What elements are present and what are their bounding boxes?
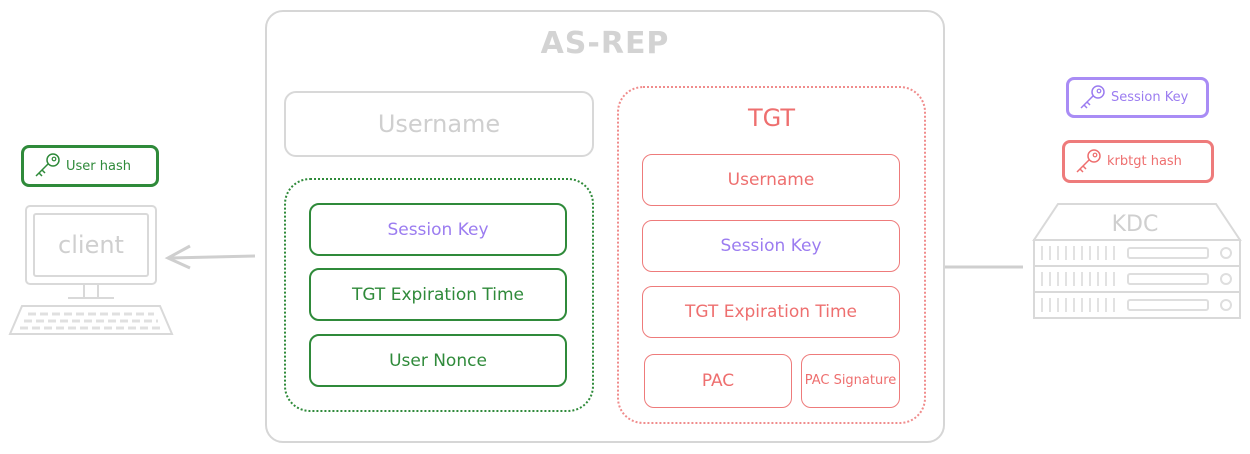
key-icon — [1076, 148, 1101, 173]
tgt-title: TGT — [747, 104, 796, 132]
tgt-pac-signature: PAC Signature — [801, 354, 900, 408]
username-field: Username — [284, 91, 594, 157]
tgt-username: Username — [642, 154, 900, 206]
key-icon — [1080, 84, 1105, 109]
client-tgt-expiration: TGT Expiration Time — [309, 268, 567, 321]
client-computer-icon — [8, 205, 174, 335]
as-rep-title: AS-REP — [540, 25, 670, 61]
client-encrypted-part — [284, 178, 594, 412]
tgt-box — [617, 86, 926, 424]
kdc-connector-line — [945, 265, 1023, 269]
tgt-pac: PAC — [644, 354, 792, 408]
client-user-nonce: User Nonce — [309, 334, 567, 387]
kdc-server-icon — [1032, 203, 1242, 319]
session-key-label: Session Key — [1111, 90, 1189, 105]
client-session-key: Session Key — [309, 203, 567, 256]
tgt-expiration: TGT Expiration Time — [642, 286, 900, 338]
kdc-label: KDC — [1111, 211, 1159, 237]
key-icon — [35, 153, 60, 177]
arrow-left-icon — [164, 244, 256, 270]
as-rep-box — [265, 10, 945, 443]
krbtgt-hash-label: krbtgt hash — [1107, 154, 1182, 169]
user-hash-label: User hash — [66, 158, 131, 174]
krbtgt-hash-badge: krbtgt hash — [1062, 140, 1214, 183]
client-label: client — [58, 231, 124, 259]
user-hash-key-badge: User hash — [21, 145, 159, 187]
session-key-badge: Session Key — [1066, 77, 1209, 118]
tgt-session-key: Session Key — [642, 220, 900, 272]
